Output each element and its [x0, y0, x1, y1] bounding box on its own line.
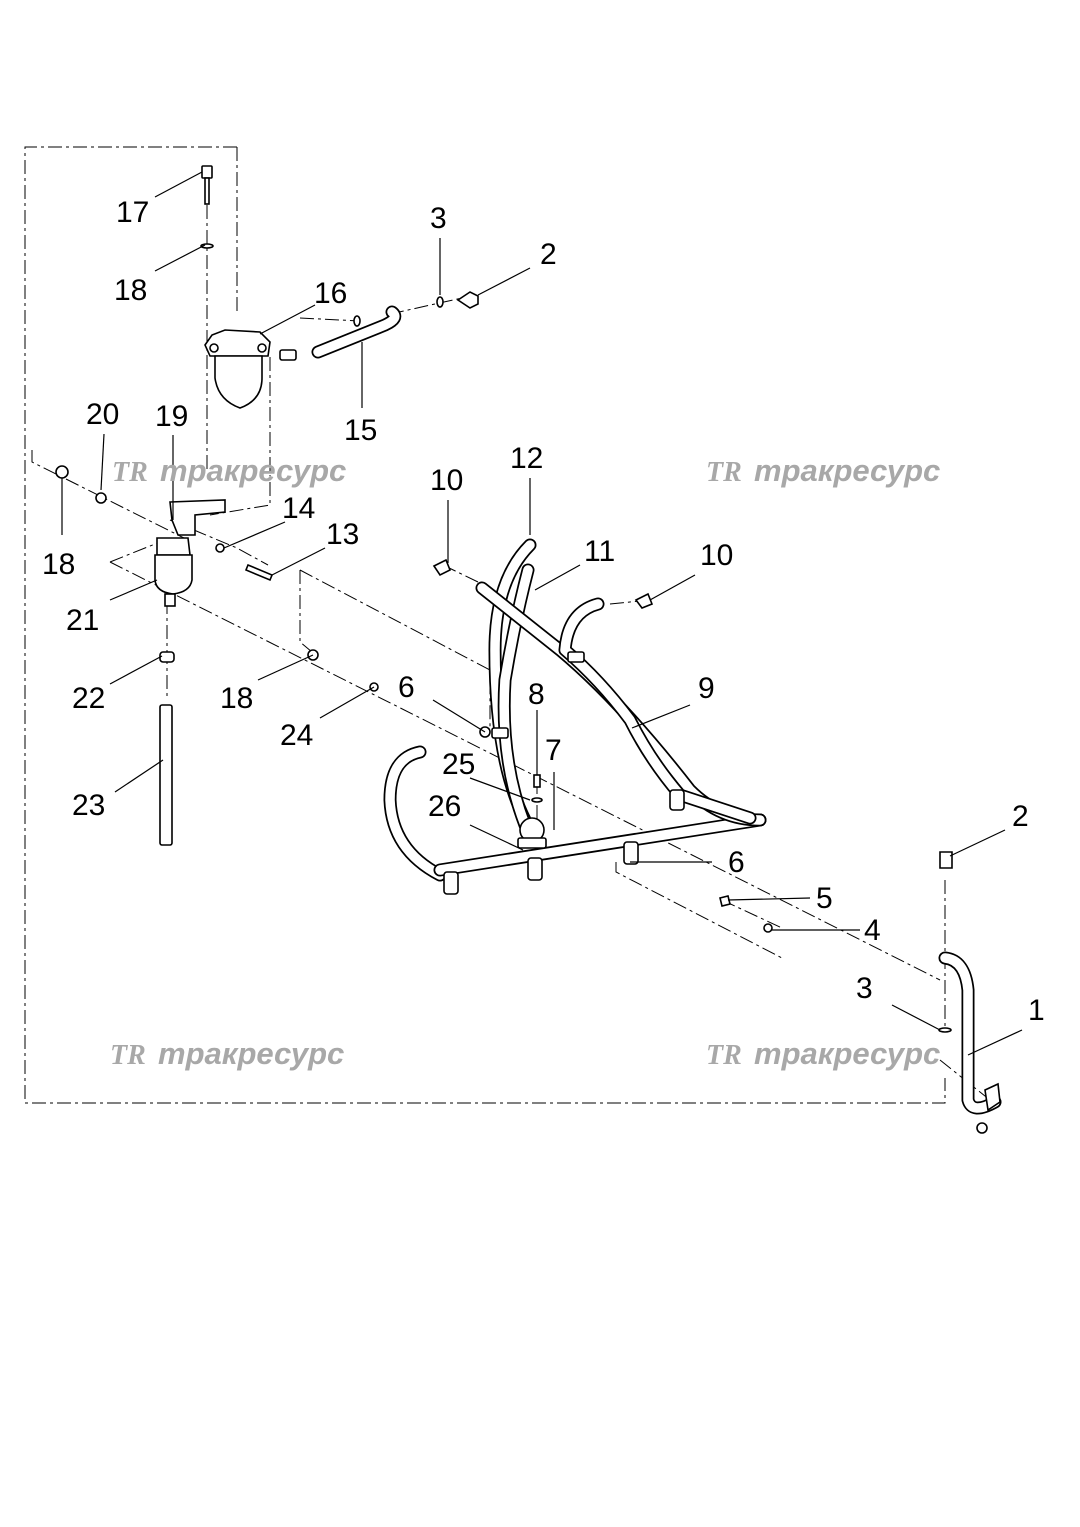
callout-12: 12	[510, 442, 543, 475]
watermark-logo: TR	[706, 457, 742, 488]
fuel-filter-assembly	[204, 329, 297, 409]
callout-19: 19	[155, 400, 188, 433]
clamps	[443, 651, 685, 895]
callout-3: 3	[430, 202, 447, 235]
prefilter-assembly	[154, 499, 226, 663]
callout-26: 26	[428, 790, 461, 823]
callout-10: 10	[700, 539, 733, 572]
callout-18: 18	[42, 548, 75, 581]
watermark-top-right: TR тракресурс	[706, 453, 940, 488]
callout-6: 6	[728, 846, 745, 879]
watermark-bottom-right: TR тракресурс	[706, 1036, 940, 1071]
callout-18: 18	[220, 682, 253, 715]
assembly-boundary	[24, 146, 946, 1104]
callout-24: 24	[280, 719, 313, 752]
callout-labels: 17 18 3 2 16 15 20 19 18 14 13 21 22 23 …	[42, 196, 1045, 1027]
fuel-lines	[159, 305, 1002, 1115]
watermark-text: тракресурс	[158, 1036, 344, 1071]
callout-15: 15	[344, 414, 377, 447]
callout-5: 5	[816, 882, 833, 915]
watermark-logo: TR	[110, 1040, 146, 1071]
callout-16: 16	[314, 277, 347, 310]
callout-6: 6	[398, 671, 415, 704]
callout-20: 20	[86, 398, 119, 431]
leader-lines	[61, 171, 1023, 1056]
callout-21: 21	[66, 604, 99, 637]
callout-8: 8	[528, 678, 545, 711]
watermark-text: тракресурс	[160, 453, 346, 488]
callout-11: 11	[584, 535, 615, 568]
callout-1: 1	[1028, 994, 1045, 1027]
callout-7: 7	[545, 734, 562, 767]
callout-14: 14	[282, 492, 315, 525]
watermark-text: тракресурс	[754, 1036, 940, 1071]
watermark-logo: TR	[706, 1040, 742, 1071]
callout-10: 10	[430, 464, 463, 497]
watermark-text: тракресурс	[754, 453, 940, 488]
callout-13: 13	[326, 518, 359, 551]
callout-9: 9	[698, 672, 715, 705]
callout-22: 22	[72, 682, 105, 715]
callout-3: 3	[856, 972, 873, 1005]
small-parts	[55, 165, 1001, 1134]
watermark-top-left: TR тракресурс	[112, 453, 346, 488]
watermark-bottom-left: TR тракресурс	[110, 1036, 344, 1071]
watermark-logo: TR	[112, 457, 148, 488]
callout-18: 18	[114, 274, 147, 307]
callout-25: 25	[442, 748, 475, 781]
explode-lines	[31, 180, 991, 1101]
callout-2: 2	[540, 238, 557, 271]
callout-23: 23	[72, 789, 105, 822]
callout-4: 4	[864, 914, 881, 947]
callout-2: 2	[1012, 800, 1029, 833]
callout-17: 17	[116, 196, 149, 229]
